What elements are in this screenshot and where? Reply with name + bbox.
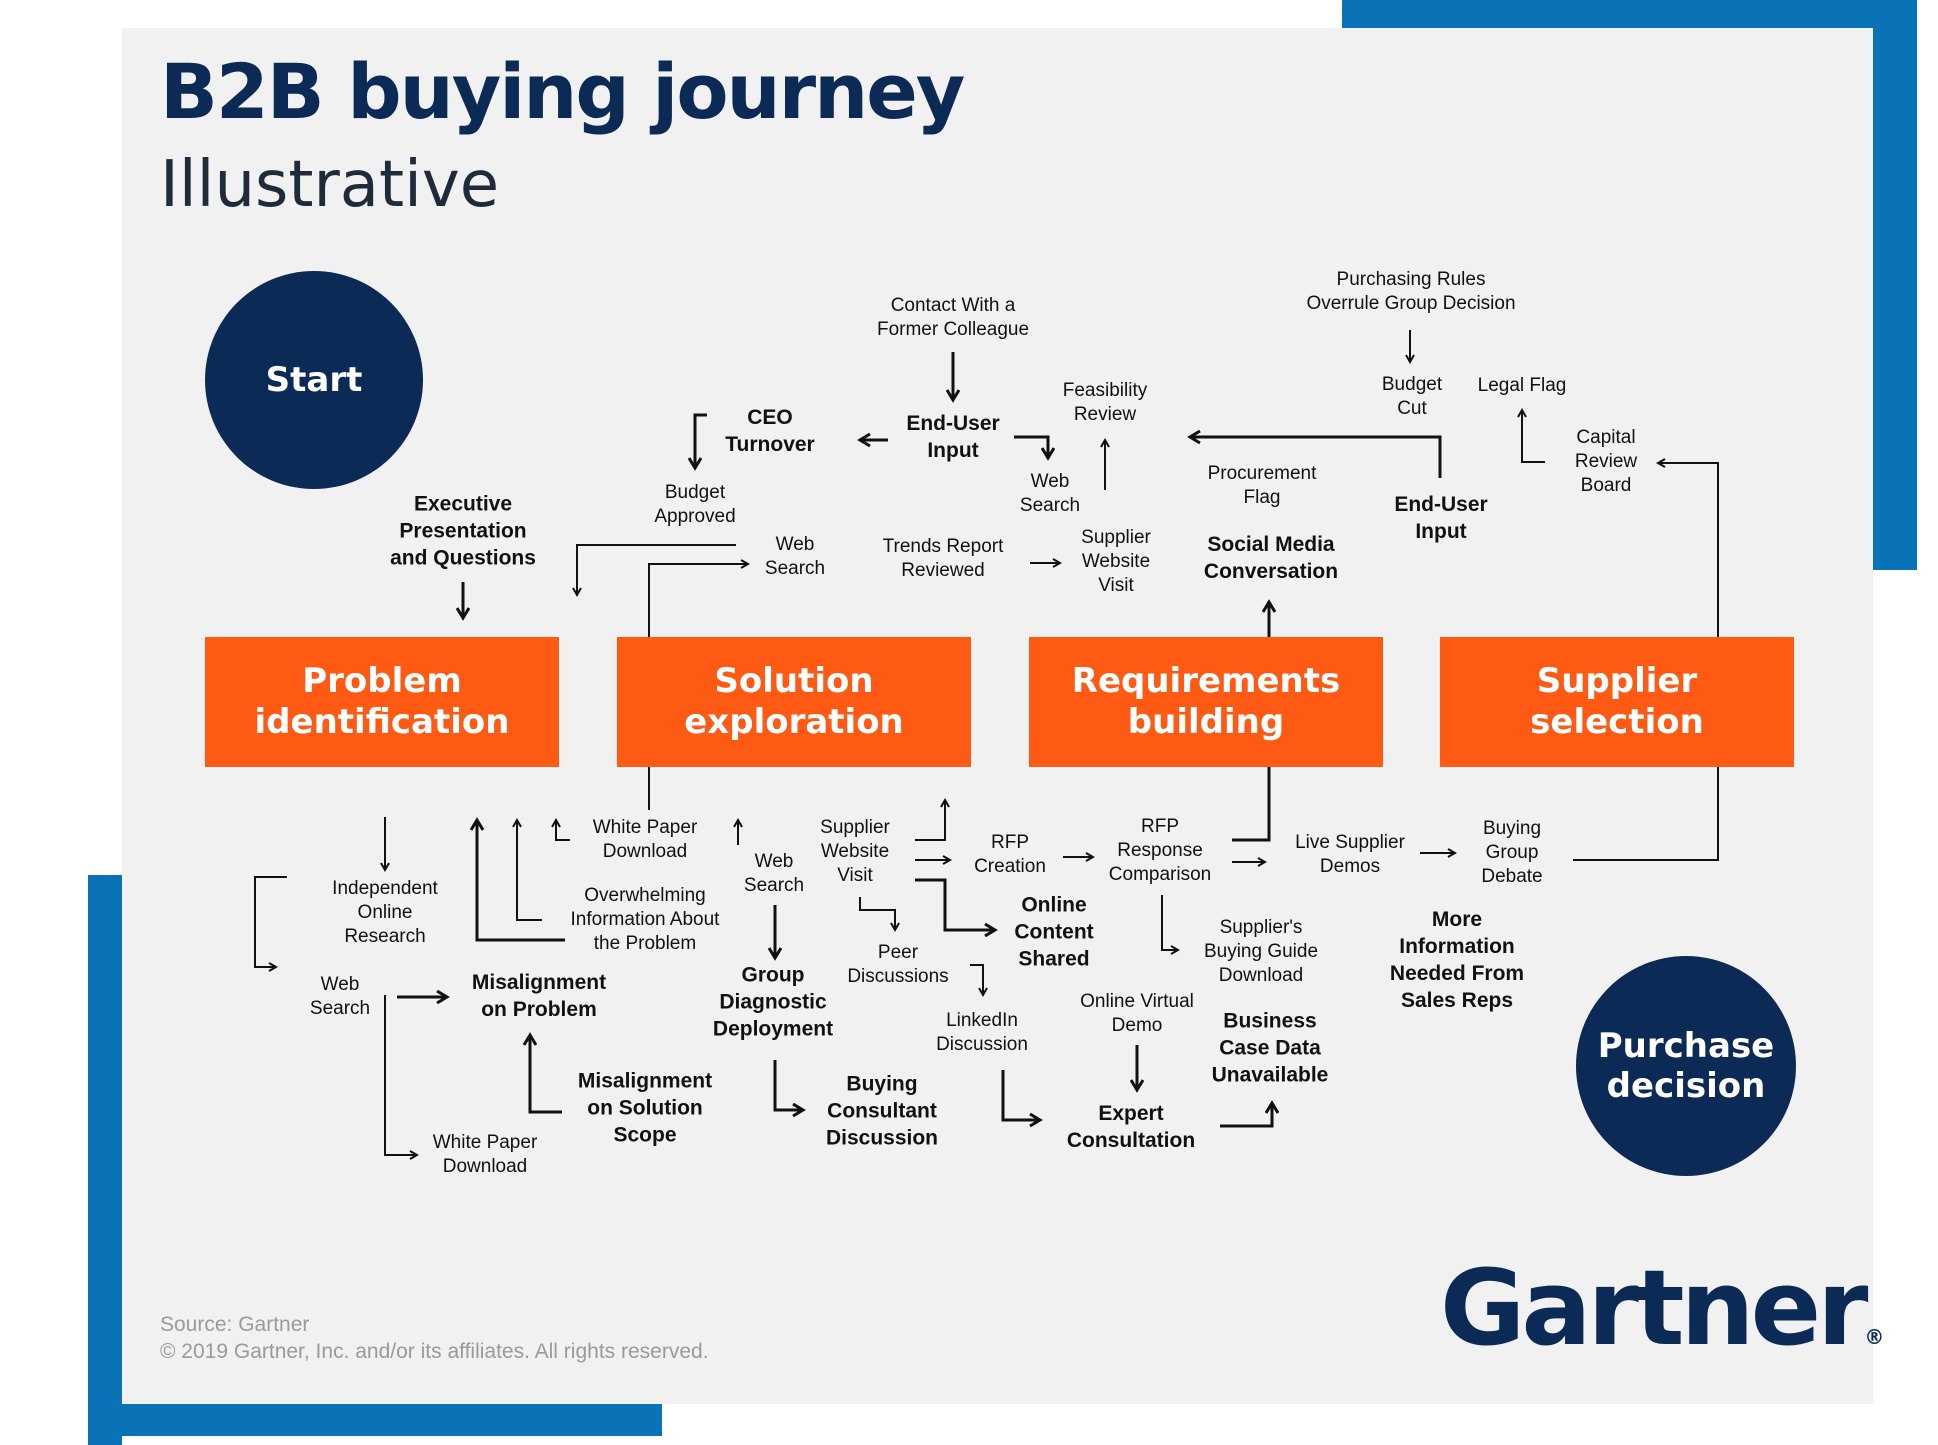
label-overwhelming-info: Overwhelming Information About the Probl… — [570, 885, 720, 954]
label-budget-cut: Budget Cut — [1381, 374, 1443, 419]
arrow-group-consultant — [773, 1060, 803, 1110]
gartner-logo: Gartner® — [1440, 1256, 1884, 1360]
label-business-case: Business Case Data Unavailable — [1211, 1009, 1329, 1087]
label-buying-group-debate: Buying Group Debate — [1481, 818, 1543, 887]
arrow-misalignment-problem — [477, 820, 565, 942]
label-budget-approved: Budget Approved — [654, 482, 736, 527]
label-online-content: Online Content Shared — [1014, 893, 1094, 971]
accent-bar-left — [88, 875, 122, 1445]
label-web-search-left: Web Search — [309, 974, 371, 1019]
label-ceo-turnover: CEO Turnover — [725, 406, 815, 456]
arrow-ceo-budget — [695, 413, 707, 468]
arrow-peer-linkedin — [970, 964, 983, 995]
arrow-research-whitepaper — [384, 995, 417, 1155]
label-feasibility-review: Feasibility Review — [1062, 380, 1148, 425]
label-misalignment-scope: Misalignment on Solution Scope — [577, 1069, 713, 1147]
arrow-research-websearch — [254, 876, 287, 967]
label-legal-flag: Legal Flag — [1477, 375, 1567, 396]
arrow-rfp-guide — [1161, 895, 1178, 950]
arrow-debate-supplier — [1573, 767, 1719, 861]
arrow-expert-business — [1220, 1103, 1272, 1128]
label-independent-research: Independent Online Research — [332, 878, 438, 947]
label-end-user-input-1: End-User Input — [906, 412, 1000, 462]
start-node: Start — [205, 271, 423, 489]
label-expert-consultation: Expert Consultation — [1066, 1102, 1196, 1152]
label-purchasing-rules: Purchasing Rules Overrule Group Decision — [1306, 269, 1516, 314]
label-social-media: Social Media Conversation — [1203, 533, 1339, 583]
page-subtitle: Illustrative — [160, 148, 500, 222]
label-more-info: More Information Needed From Sales Reps — [1389, 908, 1525, 1012]
label-online-demo: Online Virtual Demo — [1080, 991, 1194, 1036]
stage-requirements-building: Requirements building — [1029, 637, 1383, 767]
label-buying-consultant: Buying Consultant Discussion — [825, 1072, 939, 1150]
logo-wordmark: Gartner — [1440, 1247, 1868, 1369]
label-rfp-creation: RFP Creation — [974, 832, 1046, 877]
stage-supplier-selection: Supplier selection — [1440, 637, 1794, 767]
label-supplier-visit-top: Supplier Website Visit — [1081, 527, 1151, 596]
label-group-diagnostic: Group Diagnostic Deployment — [712, 963, 834, 1041]
purchase-decision-node: Purchase decision — [1576, 956, 1796, 1176]
page-title: B2B buying journey — [160, 47, 965, 136]
label-rfp-response: RFP Response Comparison — [1108, 816, 1212, 885]
arrow-supplier-rfp — [915, 800, 945, 841]
stage-solution-exploration: Solution exploration — [617, 637, 971, 767]
label-peer-discussions: Peer Discussions — [847, 942, 949, 987]
label-white-paper-left: White Paper Download — [432, 1132, 538, 1177]
label-contact-colleague: Contact With a Former Colleague — [876, 295, 1030, 340]
arrow-supplier-peer — [859, 897, 895, 930]
stage-problem-identification: Problem identification — [205, 637, 559, 767]
arrow-supplier-capital — [1658, 463, 1719, 637]
registered-mark: ® — [1864, 1325, 1885, 1349]
copyright-note: © 2019 Gartner, Inc. and/or its affiliat… — [160, 1340, 709, 1363]
arrow-supplier-online-content — [915, 878, 995, 930]
arrow-enduser2-procurement — [1190, 437, 1442, 478]
accent-bar-top-right — [1342, 0, 1917, 28]
label-trends-report: Trends Report Reviewed — [882, 536, 1004, 581]
label-end-user-input-2: End-User Input — [1394, 493, 1488, 543]
label-supplier-visit-mid: Supplier Website Visit — [820, 817, 890, 886]
arrow-requirements-rfp — [1232, 767, 1271, 842]
label-executive-presentation: Executive Presentation and Questions — [390, 492, 536, 570]
arrow-websearch-down — [577, 544, 736, 595]
source-note: Source: Gartner — [160, 1313, 310, 1336]
label-live-demos: Live Supplier Demos — [1295, 832, 1405, 877]
label-linkedin: LinkedIn Discussion — [936, 1010, 1028, 1055]
arrow-overwhelming-problem — [517, 820, 542, 921]
label-supplier-guide: Supplier's Buying Guide Download — [1203, 917, 1319, 986]
accent-bar-right — [1873, 0, 1917, 570]
arrow-scope-misalignment — [530, 1035, 562, 1114]
label-web-search-mid: Web Search — [743, 851, 805, 896]
label-web-search-top-2: Web Search — [764, 534, 826, 579]
arrow-solution-websearch — [648, 564, 748, 637]
arrow-legal-capital — [1522, 410, 1545, 463]
label-web-search-top-1: Web Search — [1019, 471, 1081, 516]
label-misalignment-problem: Misalignment on Problem — [471, 971, 607, 1021]
arrow-linkedin-expert — [1001, 1070, 1040, 1120]
accent-bar-bottom-left — [88, 1404, 662, 1436]
label-white-paper-mid: White Paper Download — [592, 817, 698, 862]
arrow-enduser-websearch — [1014, 435, 1048, 458]
arrow-whitepaper-problem — [556, 820, 570, 841]
label-capital-review: Capital Review Board — [1574, 427, 1638, 496]
label-procurement-flag: Procurement Flag — [1207, 463, 1317, 508]
